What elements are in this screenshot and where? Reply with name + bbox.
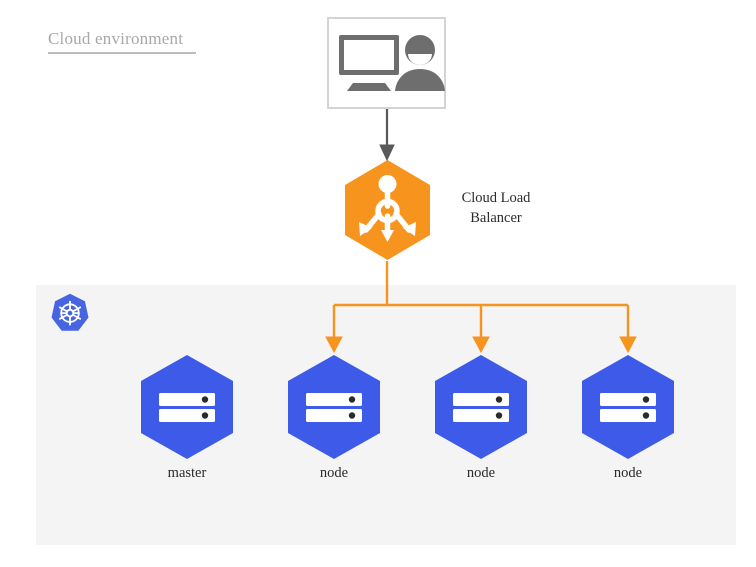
- client-to-lb-connector: [379, 109, 395, 162]
- node-label: master: [167, 465, 207, 481]
- user-icon: [395, 35, 445, 91]
- title-underline: [48, 52, 196, 54]
- kubernetes-icon: [48, 292, 92, 336]
- monitor-icon: [339, 35, 399, 91]
- load-balancer-label: Cloud Load Balancer: [440, 188, 552, 228]
- cluster-node-master: master: [141, 355, 233, 481]
- cluster-node-worker-1: node: [288, 355, 380, 481]
- load-balancer-label-line2: Balancer: [470, 210, 522, 226]
- client-icons: [327, 17, 446, 109]
- server-icon: [453, 393, 509, 422]
- server-icon: [159, 393, 215, 422]
- node-label: node: [319, 465, 349, 481]
- node-label: node: [466, 465, 496, 481]
- cluster-node-worker-3: node: [582, 355, 674, 481]
- cluster-node-worker-2: node: [435, 355, 527, 481]
- page-title: Cloud environment: [48, 29, 184, 48]
- node-label: node: [613, 465, 643, 481]
- load-balancer-node: [345, 160, 430, 260]
- server-icon: [306, 393, 362, 422]
- server-icon: [600, 393, 656, 422]
- load-balancer-label-line1: Cloud Load: [461, 190, 531, 206]
